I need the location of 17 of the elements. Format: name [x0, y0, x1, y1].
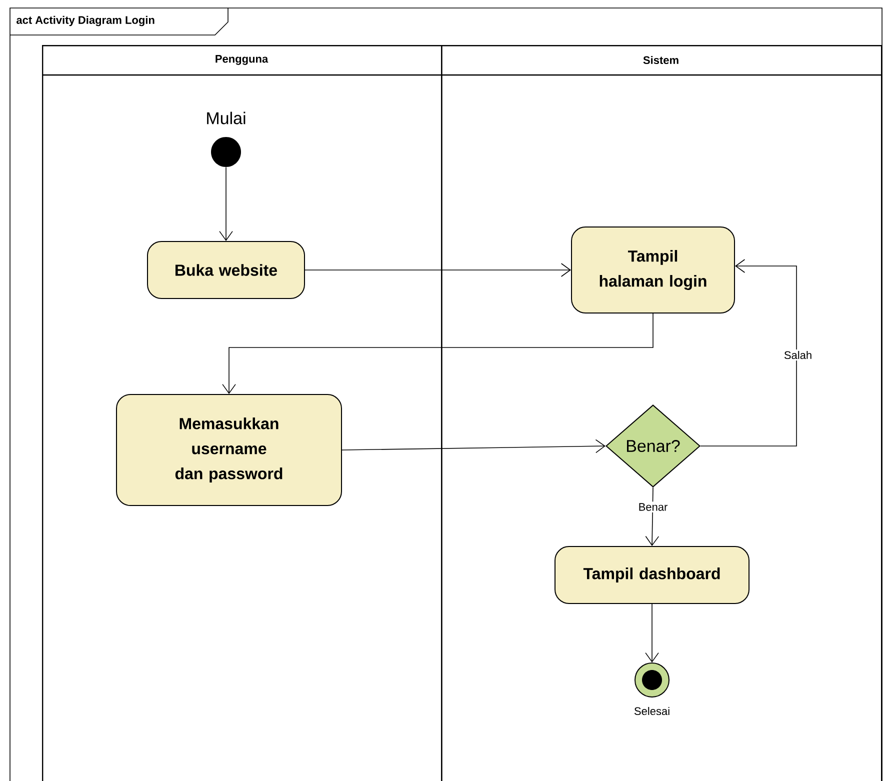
start-dot [211, 137, 241, 167]
arrow [342, 439, 606, 454]
edge-label: Salah [782, 349, 814, 361]
action-box: Buka website [147, 241, 305, 299]
node-label: Mulai [207, 112, 246, 124]
arrow [645, 604, 659, 662]
action-box: Memasukkan username dan password [116, 394, 342, 506]
arrow [219, 166, 233, 241]
arrow [304, 263, 572, 277]
frame-title-tab: act Activity Diagram Login [10, 8, 228, 36]
end-dot [634, 662, 670, 698]
arrow [222, 313, 654, 394]
node-label: Selesai [634, 706, 670, 716]
arrow [700, 259, 797, 446]
action-box: Tampil dashboard [554, 546, 750, 604]
edge-label: Benar [636, 502, 670, 512]
action-box: Tampil halaman login [571, 226, 736, 314]
